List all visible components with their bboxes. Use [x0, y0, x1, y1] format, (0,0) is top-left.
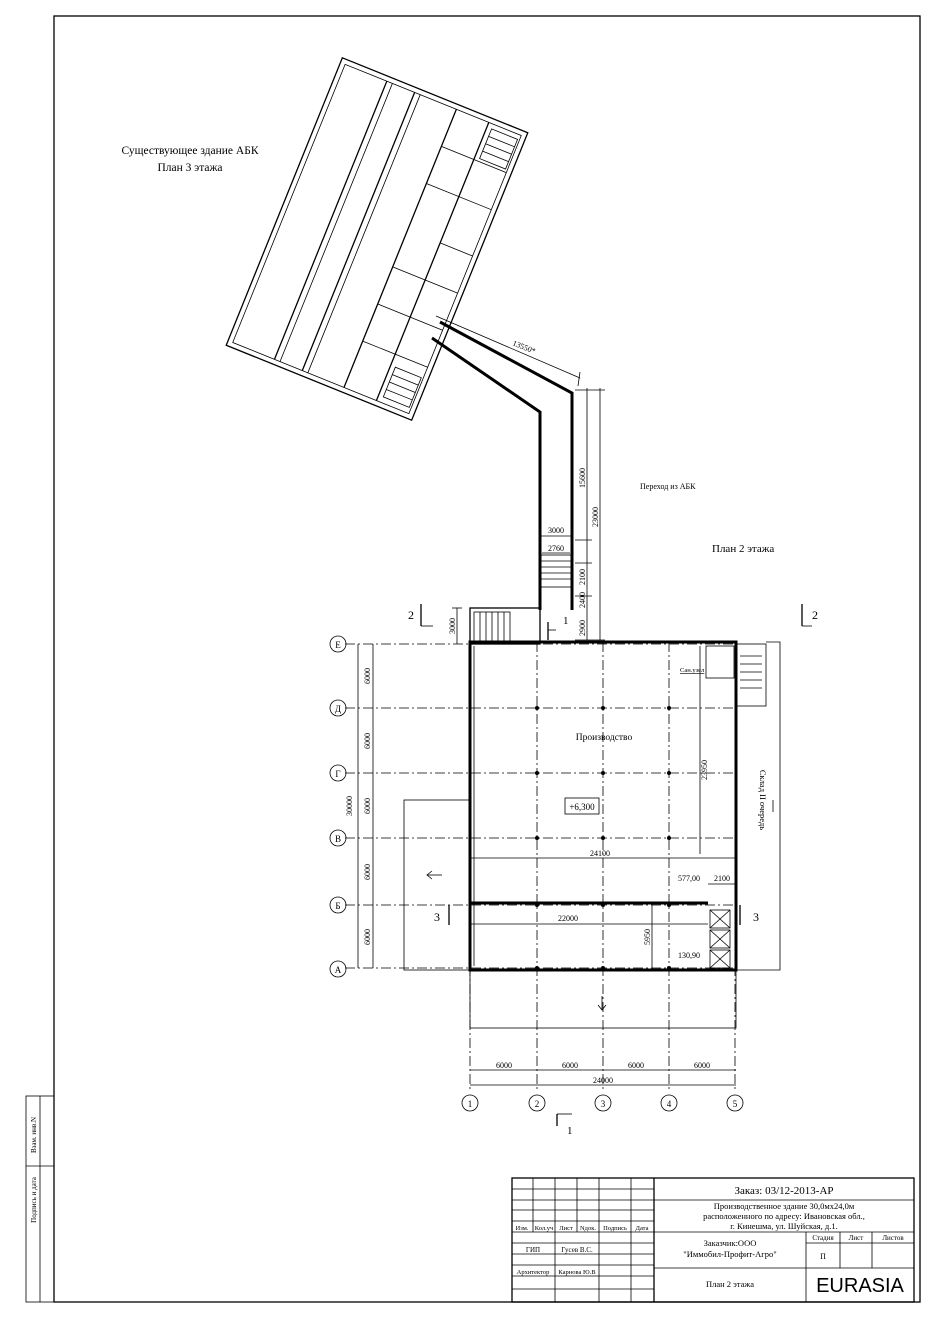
- svg-text:Производственное здание 30,0мх: Производственное здание 30,0мх24,0м: [714, 1201, 855, 1211]
- inv-no-label: Взам. инв.N: [30, 1117, 38, 1153]
- dim-3000-stair: 3000: [448, 618, 457, 634]
- drawing-frame: [53, 15, 921, 1303]
- level-130: 130,90: [678, 951, 700, 960]
- lift-shafts: [709, 909, 731, 969]
- svg-text:6000: 6000: [496, 1061, 512, 1070]
- dim-5950: 5950: [643, 929, 652, 945]
- passage-label: Переход из АБК: [640, 482, 696, 491]
- svg-text:3: 3: [434, 910, 440, 924]
- sheet-title: План 2 этажа: [706, 1279, 754, 1289]
- svg-text:Заказчик:ООО: Заказчик:ООО: [704, 1238, 757, 1248]
- dim-13550: 13550*: [511, 339, 537, 356]
- stair-right: [735, 643, 767, 707]
- svg-text:г. Кинешма, ул. Шуйская, д.1.: г. Кинешма, ул. Шуйская, д.1.: [730, 1221, 837, 1231]
- stair-block: [469, 607, 541, 645]
- floor-plan-title: План 2 этажа: [712, 543, 774, 555]
- bottom-annex: [469, 969, 737, 1029]
- warehouse-label: Склад II очередь: [758, 770, 768, 830]
- dim-2760: 2760: [548, 544, 564, 553]
- room-production: Производство: [576, 733, 633, 743]
- room-wc: Сан.узел: [680, 667, 705, 674]
- svg-text:Д: Д: [335, 704, 341, 714]
- svg-text:расположенного по адресу: Иван: расположенного по адресу: Ивановская обл…: [703, 1211, 865, 1221]
- elevation-mark: +6,300: [569, 802, 595, 812]
- side-stamp: Взам. инв.N Подпись и дата: [25, 1095, 55, 1303]
- svg-text:Изм.: Изм.: [516, 1225, 529, 1232]
- svg-text:Подпись: Подпись: [603, 1225, 627, 1232]
- svg-text:2: 2: [408, 608, 414, 622]
- axis-numbers: 1 2 3 4 5: [461, 1094, 744, 1112]
- svg-text:6000: 6000: [363, 733, 372, 749]
- dim-24000: 24000: [593, 1076, 613, 1085]
- svg-text:1: 1: [468, 1099, 473, 1109]
- bottom-dimensions: 6000 6000 6000 6000 24000: [470, 1061, 736, 1086]
- svg-text:"Иммобил-Профит-Агро": "Иммобил-Профит-Агро": [683, 1249, 776, 1259]
- svg-text:Лист: Лист: [849, 1234, 864, 1242]
- wc-block: [705, 645, 735, 679]
- svg-text:6000: 6000: [694, 1061, 710, 1070]
- svg-text:6000: 6000: [363, 929, 372, 945]
- svg-text:6000: 6000: [562, 1061, 578, 1070]
- passage: 13550* 15600 23000 2100 2400 2900 3000 2…: [431, 315, 696, 641]
- existing-building-title: Существующее здание АБК: [122, 145, 259, 157]
- svg-text:5: 5: [733, 1099, 738, 1109]
- svg-text:1: 1: [563, 615, 569, 627]
- svg-text:2: 2: [535, 1099, 540, 1109]
- dim-15600: 15600: [578, 468, 587, 488]
- svg-text:Г: Г: [335, 769, 340, 779]
- level-577: 577,00: [678, 874, 700, 883]
- svg-text:Дата: Дата: [636, 1225, 649, 1232]
- dim-2100-passage: 2100: [578, 569, 587, 585]
- svg-text:6000: 6000: [363, 668, 372, 684]
- svg-text:П: П: [820, 1252, 826, 1261]
- svg-text:4: 4: [667, 1099, 672, 1109]
- eurasia-logo: EURASIA: [816, 1275, 904, 1297]
- dim-3000-passage: 3000: [548, 526, 564, 535]
- existing-building-floor: План 3 этажа: [157, 162, 222, 174]
- dim-30000: 30000: [345, 796, 354, 816]
- dim-22000: 22000: [558, 914, 578, 923]
- svg-text:Карнова Ю.В: Карнова Ю.В: [558, 1269, 596, 1276]
- left-dimensions: 30000 6000 6000 6000 6000 6000: [345, 644, 374, 968]
- svg-text:Б: Б: [335, 901, 340, 911]
- dim-24100: 24100: [590, 849, 610, 858]
- svg-text:2: 2: [812, 608, 818, 622]
- svg-text:6000: 6000: [363, 864, 372, 880]
- svg-text:Е: Е: [335, 640, 341, 650]
- left-annex: [403, 799, 471, 971]
- title-block: Изм. Кол.уч Лист Nдок. Подпись Дата ГИП …: [511, 1177, 915, 1303]
- existing-building: [225, 56, 529, 422]
- order-number: Заказ: 03/12-2013-АР: [734, 1185, 833, 1197]
- svg-text:6000: 6000: [363, 798, 372, 814]
- svg-text:Гусев В.С.: Гусев В.С.: [561, 1246, 593, 1254]
- svg-text:Листов: Листов: [882, 1234, 904, 1242]
- svg-text:1: 1: [567, 1125, 573, 1137]
- svg-text:3: 3: [753, 910, 759, 924]
- svg-text:А: А: [335, 965, 342, 975]
- svg-text:В: В: [335, 834, 341, 844]
- section-mark-2: 2 2: [408, 604, 818, 627]
- svg-text:Кол.уч: Кол.уч: [535, 1225, 554, 1232]
- svg-text:ГИП: ГИП: [526, 1246, 540, 1254]
- svg-text:Лист: Лист: [559, 1225, 573, 1232]
- main-building: 3000 1 24100: [345, 607, 767, 1090]
- section-mark-1: 1: [556, 1113, 573, 1137]
- svg-text:3: 3: [601, 1099, 606, 1109]
- axis-letters: Е Д Г В Б А: [329, 635, 347, 978]
- dim-2400: 2400: [578, 592, 587, 608]
- section-mark-3: 3 3: [434, 905, 759, 925]
- svg-text:Архитектор: Архитектор: [517, 1269, 550, 1276]
- svg-text:Стадия: Стадия: [812, 1234, 834, 1242]
- svg-text:6000: 6000: [628, 1061, 644, 1070]
- sign-date-label: Подпись и дата: [30, 1176, 38, 1223]
- dim-23950: 23950: [700, 760, 709, 780]
- dim-2100-building: 2100: [714, 874, 730, 883]
- dim-23000: 23000: [591, 507, 600, 527]
- passage-stair: [540, 554, 572, 588]
- warehouse-stage-2: Склад II очередь: [736, 641, 781, 971]
- svg-text:Nдок.: Nдок.: [580, 1225, 596, 1232]
- dim-2900: 2900: [578, 620, 587, 636]
- elevation-box: [564, 797, 600, 815]
